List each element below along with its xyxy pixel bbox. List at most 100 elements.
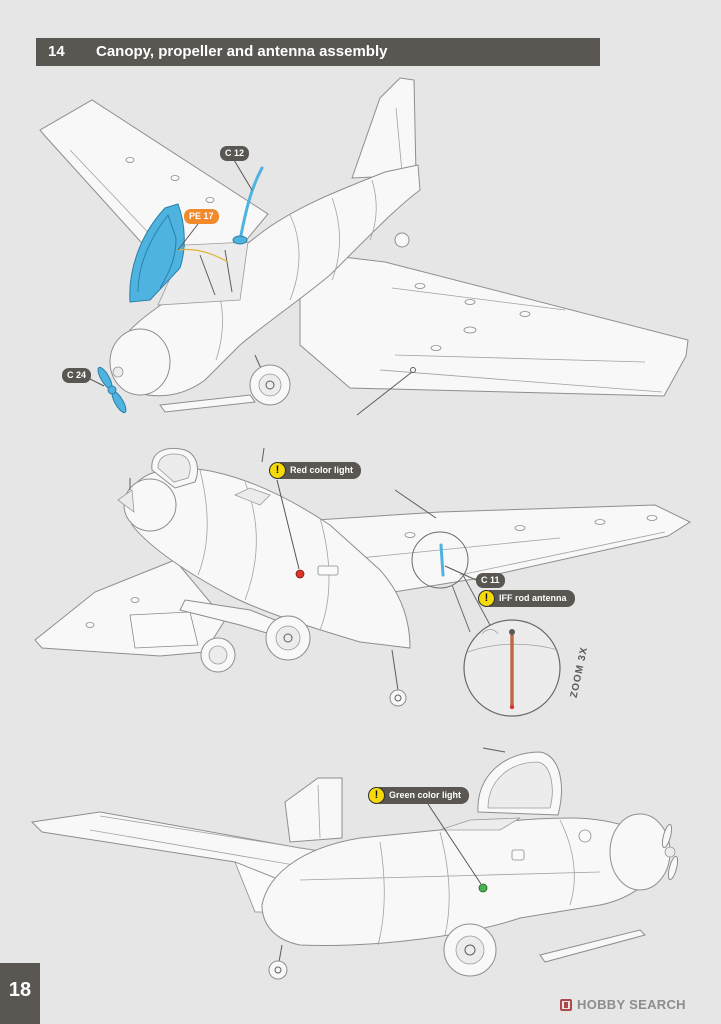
fuselage-port (578, 829, 592, 843)
red-navigation-light (295, 569, 305, 579)
warning-iff-antenna: ! IFF rod antenna (478, 590, 575, 607)
inspection-panel (125, 157, 135, 163)
wheel-hub (275, 625, 301, 651)
canopy-glass (487, 761, 553, 809)
fuselage-panel-line (377, 841, 385, 946)
propeller-blade (661, 823, 673, 849)
propeller-hub (107, 385, 117, 395)
warning-label: Red color light (280, 462, 361, 479)
callout-c24: C 24 (62, 368, 92, 383)
fuselage-hatch (317, 565, 339, 576)
inspection-panel (414, 283, 426, 289)
propeller (661, 823, 679, 881)
fuselage-panel-line (289, 214, 300, 301)
step-title: Canopy, propeller and antenna assembly (96, 43, 388, 60)
iff-rod-antenna-part (439, 543, 445, 577)
wheel-hub (208, 645, 228, 665)
inspection-panel (205, 197, 215, 203)
inspection-panel (646, 515, 658, 521)
fuselage-panel-line (559, 819, 575, 906)
vertical-fin (351, 77, 417, 179)
inspection-panel (519, 311, 531, 317)
watermark-text: HOBBY SEARCH (577, 997, 686, 1012)
aircraft-top-view (39, 77, 689, 416)
propeller-blade (667, 855, 679, 881)
left-wing-flap-line (69, 149, 161, 246)
hobby-search-logo-icon (560, 998, 572, 1011)
warning-icon: ! (269, 462, 286, 479)
inspection-panel (130, 597, 140, 603)
zoom-rod-base (509, 629, 515, 635)
zoom-panel-line (481, 629, 499, 635)
warning-red-light: ! Red color light (269, 462, 361, 479)
canopy-frame-line (137, 213, 177, 293)
right-wing (299, 251, 689, 397)
pitot-pin-head (410, 367, 416, 373)
aircraft-underside-view (34, 447, 692, 707)
aircraft-side-view (30, 747, 679, 980)
nose-cone (109, 328, 171, 396)
canopy-wire-pe17 (177, 248, 229, 263)
leader-red-light (276, 479, 300, 570)
fuselage-panel-line (197, 469, 208, 576)
wheel-hub (258, 373, 282, 397)
fuselage (127, 467, 411, 649)
zoom-connector (462, 574, 491, 626)
fuselage-panel-line (369, 179, 377, 241)
zoom-source-circle (411, 531, 469, 589)
tail-wheel (268, 960, 288, 980)
tail-wheel-strut (391, 649, 399, 691)
tail-wheel (394, 232, 410, 248)
zoom-rod-tip (509, 704, 515, 710)
inspection-panel (514, 525, 526, 531)
warning-label: IFF rod antenna (489, 590, 575, 607)
probe-wire (394, 489, 437, 519)
nose-spinner (117, 489, 135, 513)
fuselage-panel-line (299, 871, 601, 881)
inspection-panel (463, 326, 477, 334)
leader-pe17 (177, 223, 199, 251)
windscreen (233, 487, 271, 506)
wing-flap-line (89, 829, 301, 867)
fin-panel-line (395, 107, 403, 173)
antenna-mast-part (238, 166, 264, 242)
inspection-panel (464, 299, 476, 305)
antenna-base (232, 235, 248, 245)
canopy-part (129, 203, 185, 303)
left-wing-flap (129, 611, 199, 649)
wheel-hub (455, 935, 485, 965)
fuselage-panel-line (331, 197, 340, 281)
callout-c12: C 12 (220, 146, 250, 161)
inspection-panel (430, 345, 442, 351)
right-wing-panel-line (339, 537, 561, 561)
warning-icon: ! (368, 787, 385, 804)
step-number: 14 (48, 43, 65, 60)
green-navigation-light (478, 883, 488, 893)
leader-green-light (427, 803, 482, 885)
callout-c11: C 11 (476, 573, 505, 588)
canopy-glass (157, 453, 191, 483)
fuselage-panel-line (439, 831, 450, 936)
tail-wheel (389, 689, 407, 707)
landing-skid (159, 394, 256, 413)
leader-c11 (444, 565, 477, 581)
fuselage-window (511, 849, 525, 861)
landing-skid (539, 929, 646, 963)
propeller-hub (664, 846, 676, 858)
wheel-axle (283, 633, 293, 643)
zoom-label: ZOOM 3X (569, 646, 591, 699)
page-number: 18 (0, 963, 40, 1024)
tail-wheel-axle (394, 694, 402, 702)
step-header: 14 Canopy, propeller and antenna assembl… (36, 38, 600, 66)
nose-cone (609, 813, 671, 891)
warning-label: Green color light (379, 787, 470, 804)
callout-pe17: PE 17 (184, 209, 219, 224)
fuselage-panel-line (319, 517, 330, 631)
fin-panel-line (317, 784, 321, 839)
propeller-part (97, 366, 127, 414)
wheel-axle (464, 944, 476, 956)
cockpit-rim (439, 817, 521, 831)
inspection-panel (404, 532, 416, 538)
wheel-axle (265, 380, 275, 390)
zoom-connector (451, 584, 471, 633)
